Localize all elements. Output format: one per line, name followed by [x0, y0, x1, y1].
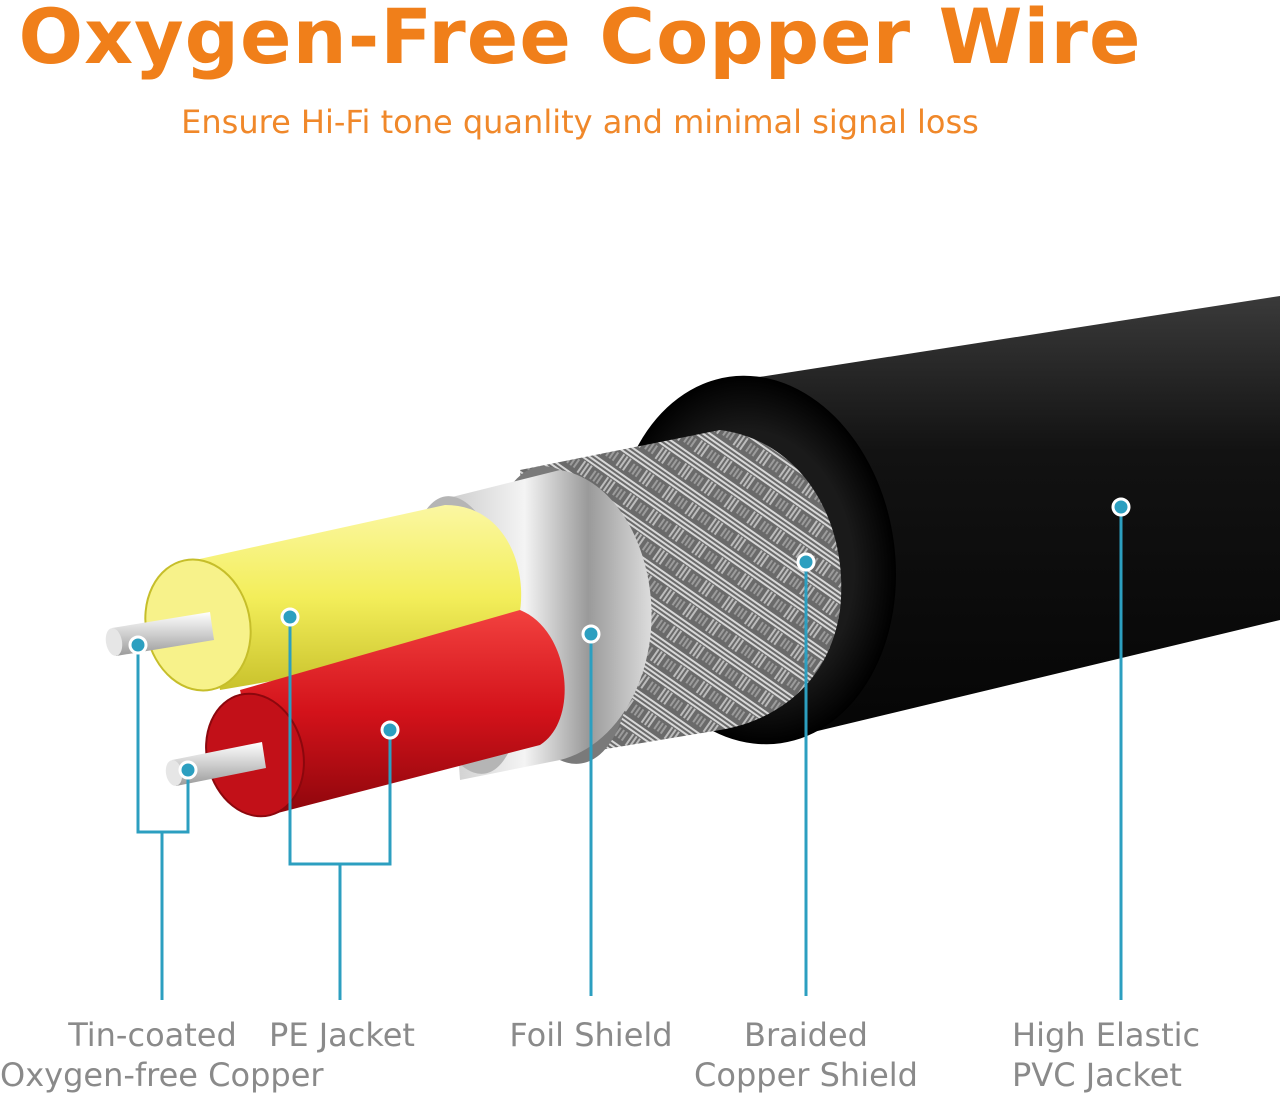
label-line2: Oxygen-free Copper — [0, 1056, 324, 1094]
label-pe-jacket: PE Jacket — [262, 1015, 422, 1055]
label-foil-shield: Foil Shield — [505, 1015, 677, 1055]
callout-dot — [581, 624, 601, 644]
label-braided-copper-shield: Braided Copper Shield — [690, 1015, 922, 1095]
label-tin-coated-copper: Tin-coated Oxygen-free Copper — [0, 1015, 324, 1095]
callout-dot — [128, 635, 148, 655]
callout-dot — [178, 760, 198, 780]
red-pe-jacket — [240, 610, 565, 815]
label-line2: Copper Shield — [694, 1056, 918, 1094]
callout-pe-jacket — [288, 617, 392, 1000]
label-line2: PVC Jacket — [1012, 1056, 1182, 1094]
callout-dot — [796, 552, 816, 572]
callout-copper — [136, 645, 190, 1000]
label-line1: Tin-coated — [68, 1016, 237, 1054]
page-title: Oxygen-Free Copper Wire — [18, 0, 1142, 81]
label-line1: Foil Shield — [509, 1016, 673, 1054]
callout-dot — [380, 720, 400, 740]
label-line1: Braided — [744, 1016, 868, 1054]
label-line1: High Elastic — [1012, 1016, 1201, 1054]
page-subtitle: Ensure Hi-Fi tone quanlity and minimal s… — [181, 103, 979, 141]
callout-dots — [128, 497, 1131, 780]
callout-dot — [280, 607, 300, 627]
callout-lines — [136, 507, 1123, 1000]
label-line1: PE Jacket — [269, 1016, 415, 1054]
callout-dot — [1111, 497, 1131, 517]
label-pvc-jacket: High Elastic PVC Jacket — [1012, 1015, 1212, 1095]
